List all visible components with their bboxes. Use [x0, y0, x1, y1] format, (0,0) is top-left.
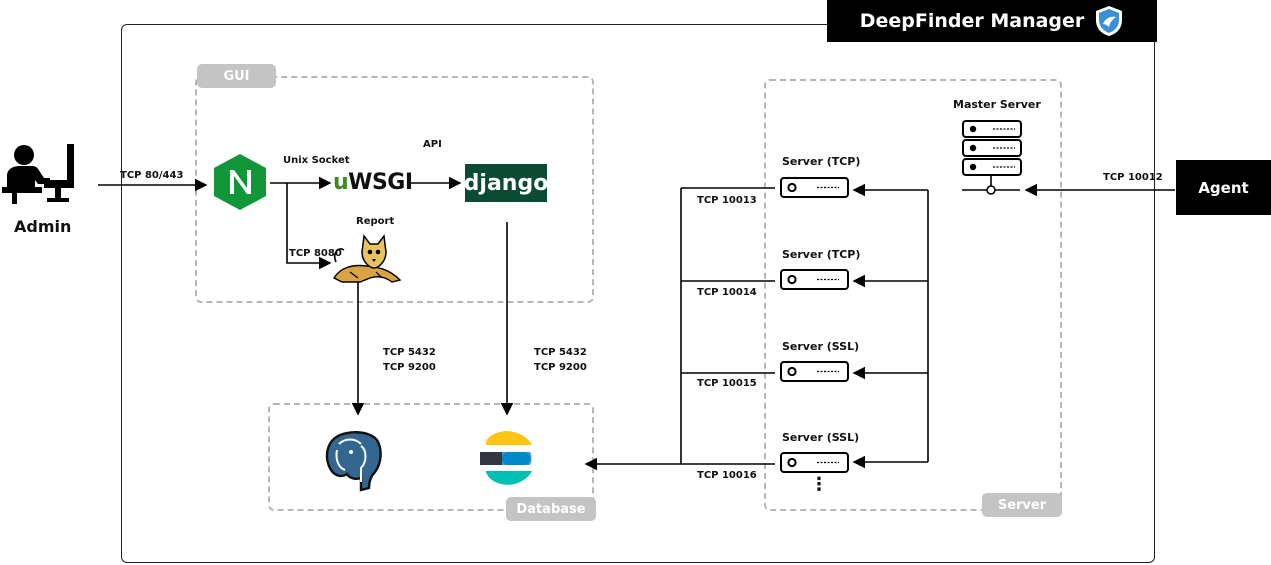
- agent-port-label: TCP 10012: [1103, 172, 1163, 183]
- admin-user-icon: [2, 144, 74, 204]
- shield-logo-icon: [1096, 6, 1123, 36]
- agent-label: Agent: [1198, 178, 1249, 197]
- server-4-port-label: TCP 10016: [697, 470, 757, 481]
- uwsgi-logo: uWSGI: [333, 170, 413, 195]
- server-2-icon: [780, 269, 849, 290]
- app-title: DeepFinder Manager: [859, 10, 1085, 32]
- server-3-label: Server (SSL): [782, 340, 860, 353]
- db-left-port-2: TCP 9200: [383, 362, 436, 373]
- server-tag: Server: [982, 493, 1062, 517]
- more-servers-ellipsis: ⋮: [810, 474, 828, 495]
- django-text: django: [463, 170, 549, 196]
- server-2-port-label: TCP 10014: [697, 287, 757, 298]
- title-bar: DeepFinder Manager: [827, 0, 1157, 42]
- db-right-port-1: TCP 5432: [534, 347, 587, 358]
- server-4-label: Server (SSL): [782, 431, 860, 444]
- db-left-port-1: TCP 5432: [383, 347, 436, 358]
- admin-port-label: TCP 80/443: [120, 170, 184, 181]
- report-label: Report: [356, 216, 395, 227]
- elasticsearch-icon: [480, 431, 532, 485]
- postgresql-icon: [325, 431, 382, 492]
- db-right-port-2: TCP 9200: [534, 362, 587, 373]
- server-1-icon: [780, 177, 849, 198]
- server-2-label: Server (TCP): [782, 248, 861, 261]
- uwsgi-rest: WSGI: [348, 170, 413, 195]
- server-4-icon: [780, 452, 849, 473]
- agent-box: Agent: [1176, 160, 1271, 215]
- uwsgi-u: u: [333, 170, 349, 195]
- server-3-port-label: TCP 10015: [697, 378, 757, 389]
- database-tag: Database: [506, 497, 596, 521]
- gui-tag: GUI: [197, 64, 276, 88]
- admin-label: Admin: [14, 217, 72, 236]
- master-server-icon: [962, 120, 1022, 176]
- nginx-icon: [214, 154, 266, 210]
- main-frame: [121, 24, 1155, 563]
- django-logo: django: [463, 164, 549, 202]
- tomcat-icon: [333, 234, 402, 283]
- api-label: API: [423, 139, 442, 150]
- tomcat-port-label: TCP 8080: [289, 248, 342, 259]
- unix-socket-label: Unix Socket: [283, 155, 350, 166]
- server-group: [764, 79, 1062, 511]
- server-1-label: Server (TCP): [782, 155, 861, 168]
- database-group: [268, 403, 594, 511]
- server-1-port-label: TCP 10013: [697, 195, 757, 206]
- server-3-icon: [780, 361, 849, 382]
- master-server-label: Master Server: [953, 98, 1041, 111]
